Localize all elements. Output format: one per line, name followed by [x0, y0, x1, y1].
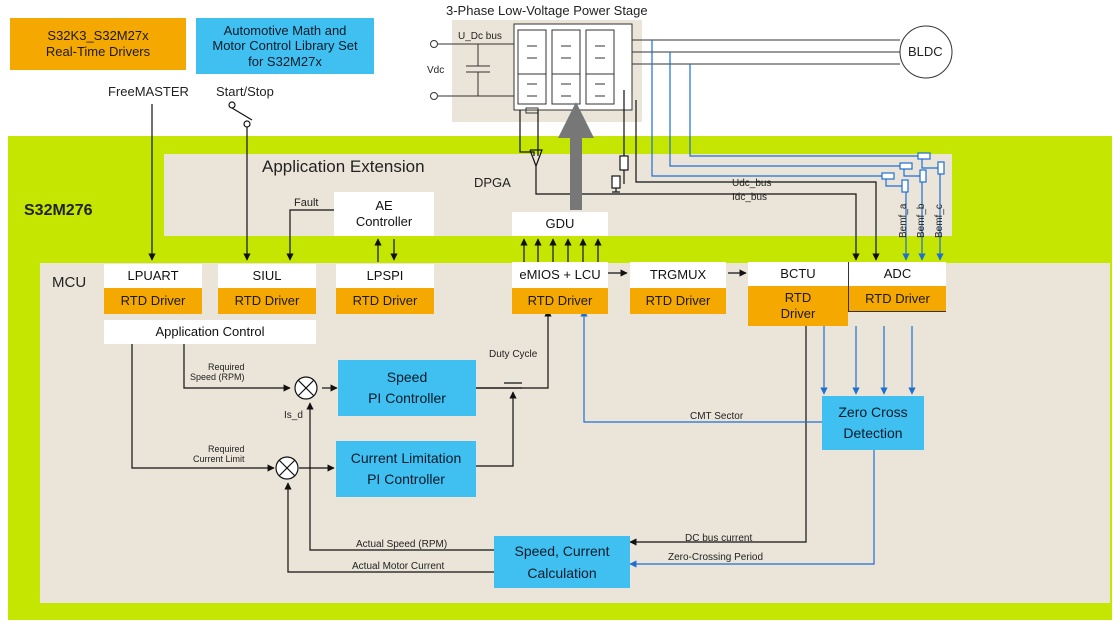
siul-block: SIUL — [218, 264, 316, 288]
cmt-sector-label: CMT Sector — [690, 411, 744, 422]
udc-bus-label: U_Dc bus — [458, 31, 502, 42]
trgmux-block: TRGMUX — [630, 262, 726, 288]
required-speed-label: Required Speed (RPM) — [190, 362, 245, 382]
bctu-rtd-driver: RTD Driver — [748, 286, 848, 326]
lpuart-block: LPUART — [104, 264, 202, 288]
start-stop-switch-label: Start/Stop — [216, 84, 274, 99]
emios-lcu-block: eMIOS + LCU — [512, 262, 608, 288]
legend-drivers: S32K3_S32M27x Real-Time Drivers — [10, 18, 186, 70]
bctu-block: BCTU — [748, 262, 848, 286]
bldc-motor: BLDC — [908, 44, 943, 59]
black-signal-wires — [131, 90, 880, 573]
fault-label: Fault — [294, 197, 319, 209]
chip-name: S32M276 — [24, 202, 93, 219]
summing-junctions — [275, 376, 318, 480]
gdu-block: GDU — [512, 212, 608, 236]
trgmux-rtd-driver: RTD Driver — [630, 288, 726, 314]
freemaster-label: FreeMASTER — [108, 84, 189, 99]
mcu-title: MCU — [52, 274, 87, 291]
zero-crossing-period-label: Zero-Crossing Period — [668, 552, 764, 563]
required-current-label: Required Current Limit — [193, 444, 245, 464]
emios-rtd-driver: RTD Driver — [512, 288, 608, 314]
speed-pi-controller: Speed PI Controller — [338, 360, 476, 416]
bemf-c-label: Bemf_c — [934, 204, 945, 238]
dc-bus-current-label: DC bus current — [685, 533, 753, 544]
adc-rtd-driver: RTD Driver — [848, 286, 946, 312]
blue-signal-wires — [580, 40, 945, 568]
power-stage-title: 3-Phase Low-Voltage Power Stage — [446, 3, 648, 18]
bemf-a-label: Bemf_a — [898, 203, 909, 238]
siul-rtd-driver: RTD Driver — [218, 288, 316, 314]
power-stage-circuit — [430, 23, 953, 114]
actual-motor-current-label: Actual Motor Current — [352, 561, 445, 572]
udc-bus-signal-label: Udc_bus — [732, 178, 772, 189]
zero-cross-detection: Zero Cross Detection — [822, 396, 924, 450]
idc-bus-signal-label: Idc_bus — [732, 192, 768, 203]
current-limitation-pi-controller: Current Limitation PI Controller — [336, 441, 476, 497]
vdc-label: Vdc — [427, 65, 445, 76]
adc-block: ADC — [848, 262, 946, 286]
ae-controller: AE Controller — [334, 192, 434, 236]
lpspi-block: LPSPI — [336, 264, 434, 288]
is-d-label: Is_d — [284, 410, 303, 421]
application-control-block: Application Control — [104, 320, 316, 344]
lpuart-rtd-driver: RTD Driver — [104, 288, 202, 314]
legend-library: Automotive Math and Motor Control Librar… — [196, 18, 374, 74]
dpga-label: DPGA — [474, 175, 511, 190]
duty-cycle-label: Duty Cycle — [489, 349, 538, 360]
speed-current-calculation: Speed, Current Calculation — [494, 536, 630, 588]
actual-speed-label: Actual Speed (RPM) — [356, 539, 448, 550]
bemf-b-label: Bemf_b — [916, 203, 927, 238]
lpspi-rtd-driver: RTD Driver — [336, 288, 434, 314]
app-extension-title: Application Extension — [262, 157, 425, 176]
